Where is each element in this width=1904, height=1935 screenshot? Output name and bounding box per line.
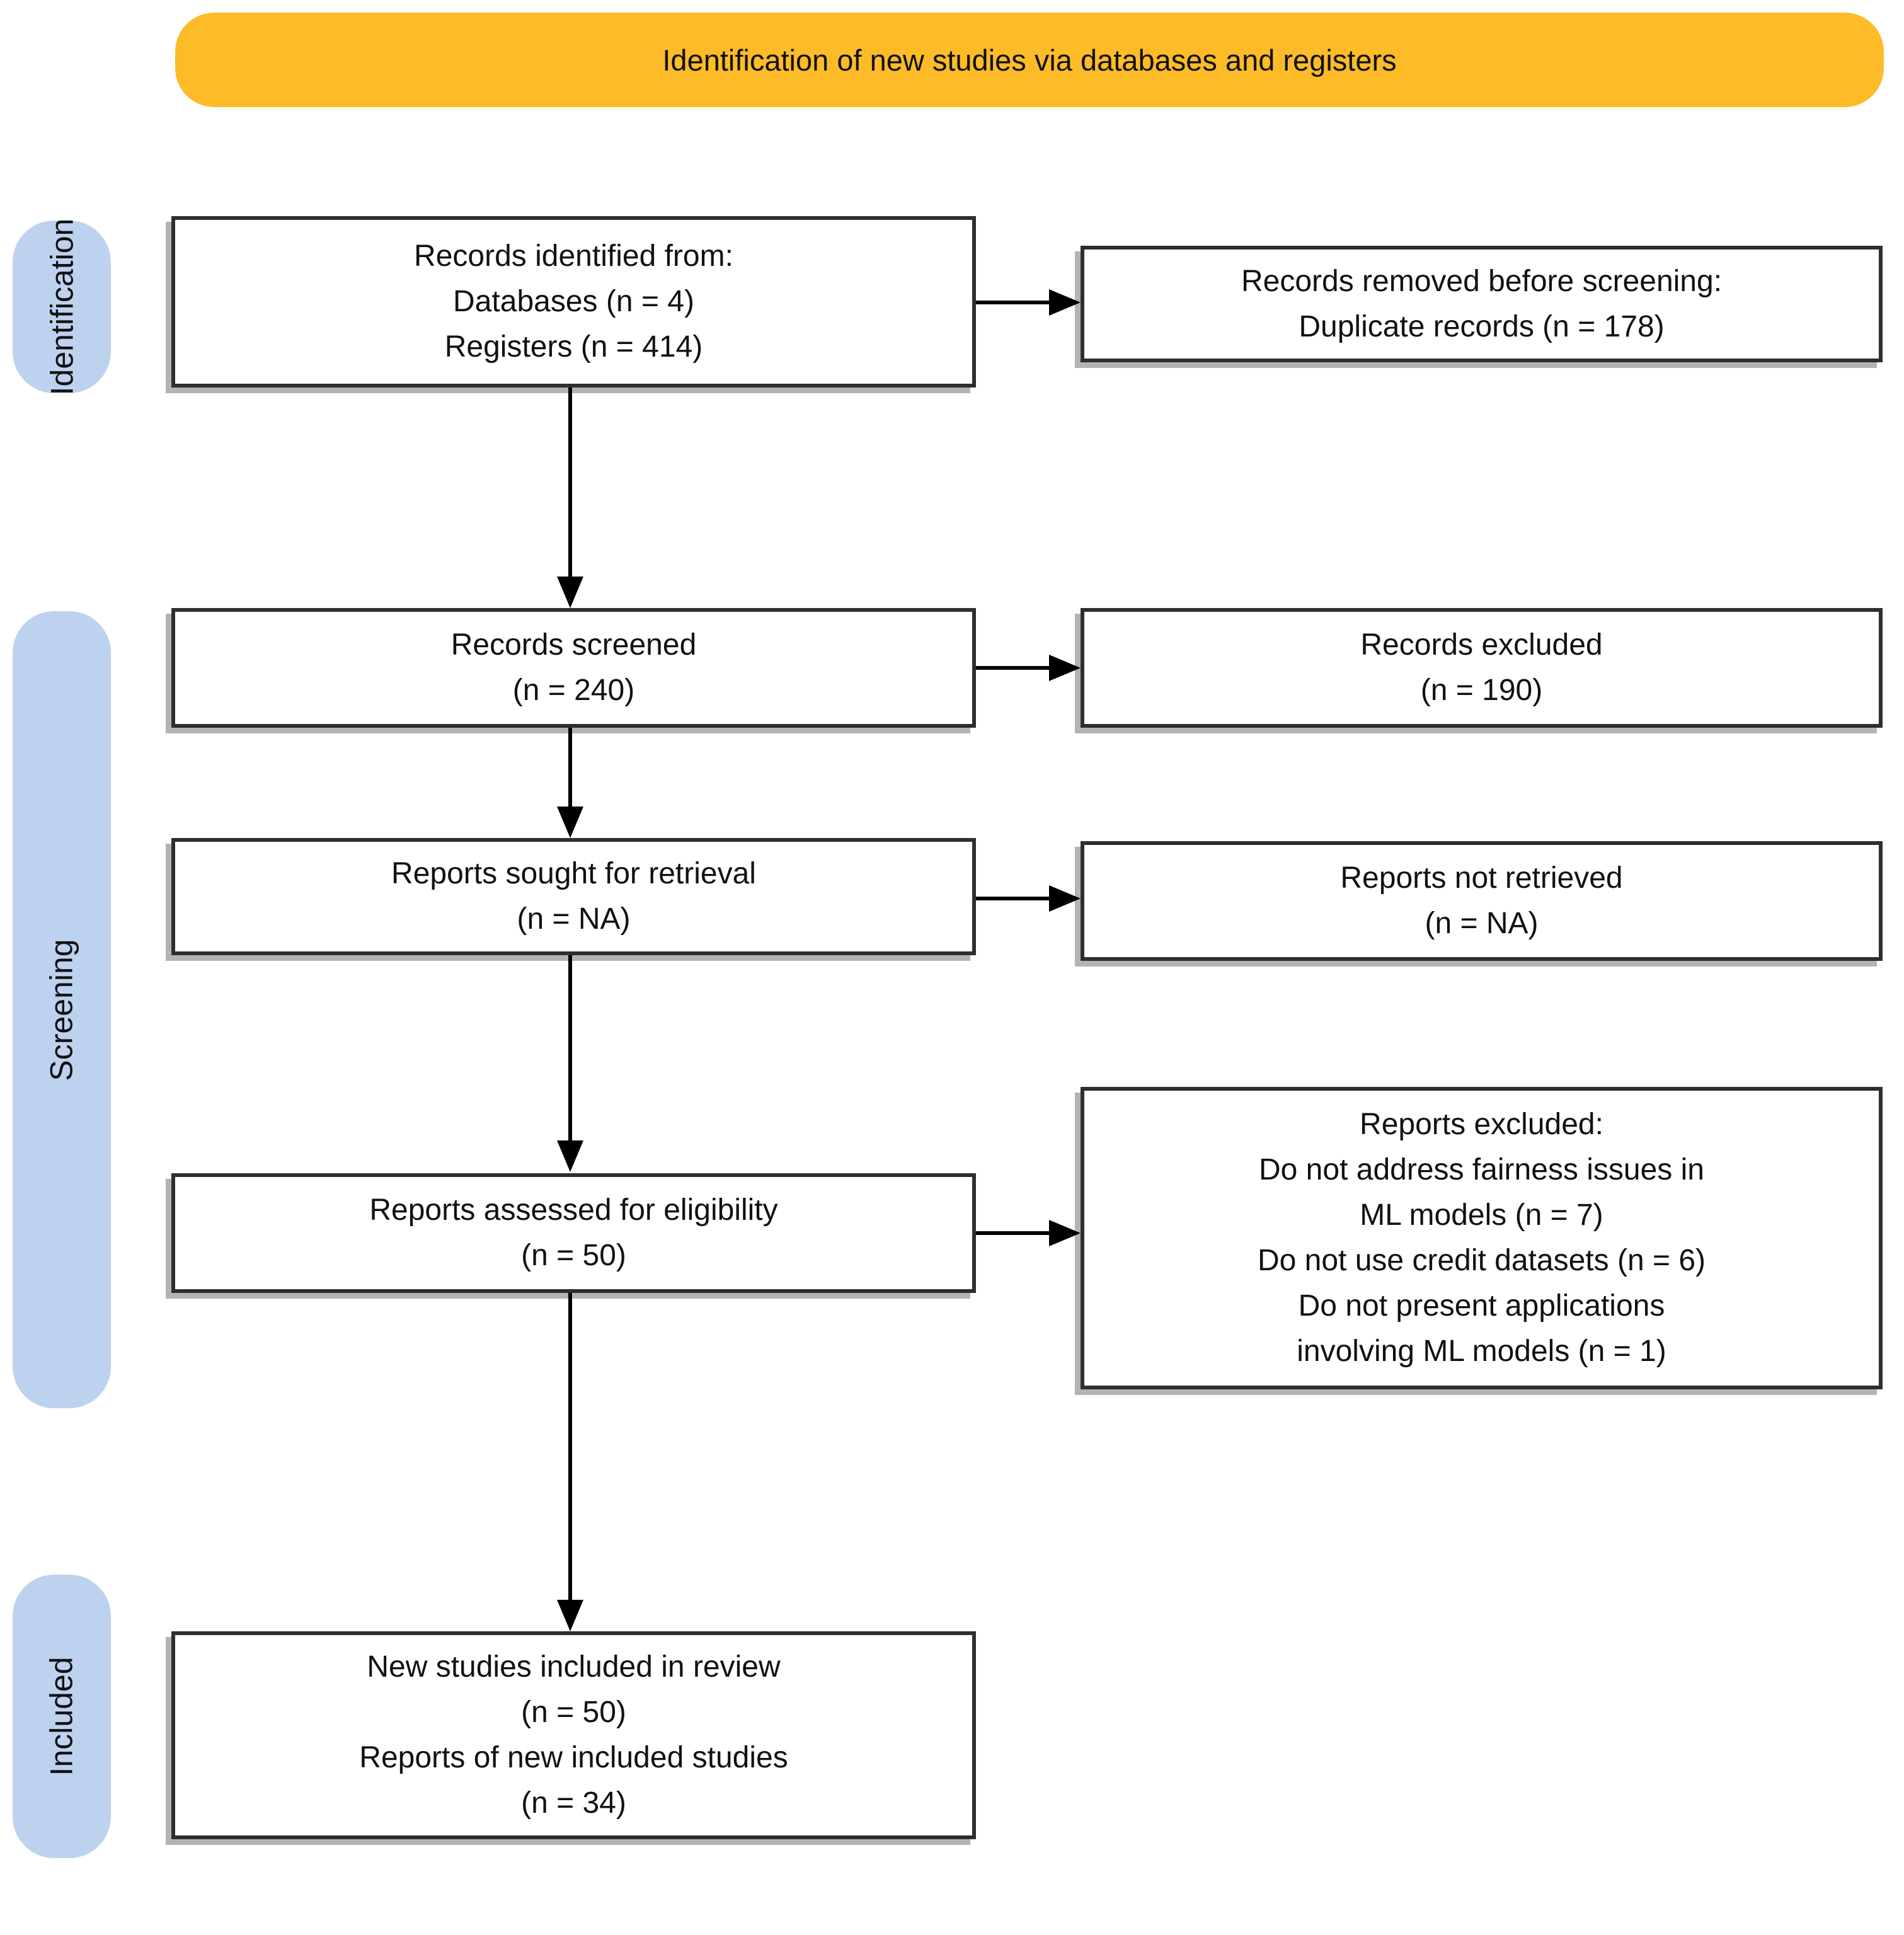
arrowhead-right-icon [1049, 1220, 1081, 1246]
box-records-identified: Records identified from: Databases (n = … [171, 216, 976, 388]
box-new-studies-included: New studies included in review (n = 50) … [171, 1631, 976, 1839]
box-reports-sought: Reports sought for retrieval (n = NA) [171, 838, 976, 955]
arrow-right-screened-to-excluded [976, 666, 1049, 670]
arrow-right-assessed-to-reports-excluded [976, 1231, 1049, 1235]
box-records-screened: Records screened (n = 240) [171, 608, 976, 728]
arrow-right-sought-to-not-retrieved [976, 897, 1049, 900]
arrow-down-identified-to-screened [568, 388, 572, 577]
box-reports-assessed: Reports assessed for eligibility (n = 50… [171, 1173, 976, 1293]
arrow-down-sought-to-assessed [568, 955, 572, 1140]
arrow-right-identified-to-removed [976, 301, 1049, 304]
stage-label-screening: Screening [13, 611, 111, 1408]
arrow-down-screened-to-sought [568, 728, 572, 807]
arrowhead-right-icon [1049, 289, 1081, 316]
arrow-down-assessed-to-included [568, 1293, 572, 1600]
stage-label-identification-text: Identification [44, 218, 79, 396]
arrowhead-down-icon [557, 1140, 583, 1172]
arrowhead-down-icon [557, 577, 583, 608]
arrowhead-right-icon [1049, 885, 1081, 912]
stage-label-screening-text: Screening [44, 938, 79, 1081]
arrowhead-right-icon [1049, 655, 1081, 681]
box-reports-excluded: Reports excluded: Do not address fairnes… [1081, 1087, 1883, 1389]
arrowhead-down-icon [557, 807, 583, 838]
arrowhead-down-icon [557, 1600, 583, 1631]
box-records-removed: Records removed before screening: Duplic… [1081, 246, 1883, 362]
box-reports-not-retrieved: Reports not retrieved (n = NA) [1081, 841, 1883, 961]
box-records-excluded: Records excluded (n = 190) [1081, 608, 1883, 728]
stage-label-identification: Identification [13, 218, 111, 396]
stage-label-included: Included [13, 1575, 111, 1858]
stage-label-included-text: Included [44, 1657, 80, 1776]
banner-title: Identification of new studies via databa… [175, 13, 1884, 107]
